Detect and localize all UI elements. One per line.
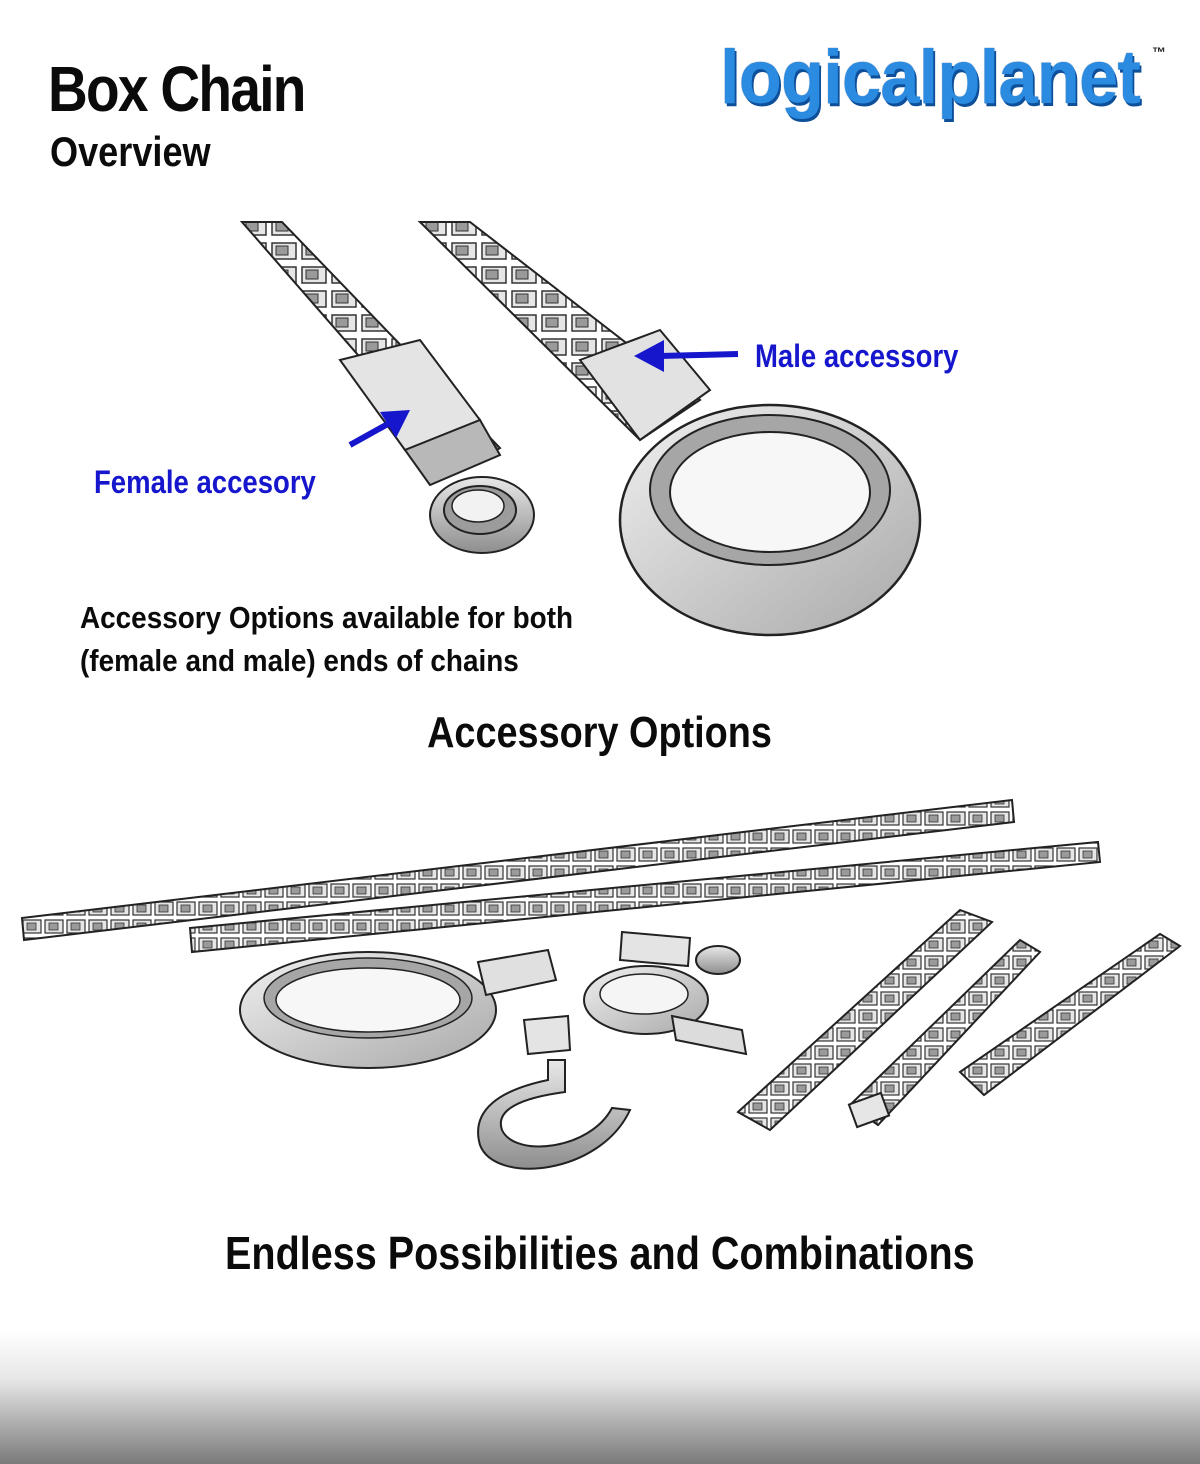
endless-possibilities-heading: Endless Possibilities and Combinations [0,1226,1200,1280]
endless-possibilities-text: Endless Possibilities and Combinations [225,1227,975,1279]
accessory-options-text: Accessory Options [427,708,773,757]
description-line-1: Accessory Options available for both [80,600,574,635]
accessory-description: Accessory Options available for both (fe… [80,596,573,682]
female-arrow-icon [348,410,410,448]
trademark-mark: ™ [1152,44,1166,60]
male-accessory-label: Male accessory [755,338,959,374]
brand-logo: logicalplanet [720,35,1141,120]
female-chain [239,221,535,554]
accessory-options-heading: Accessory Options [0,708,1200,758]
female-accessory-label: Female accesory [94,464,316,500]
page-subtitle: Overview [50,128,211,175]
male-chain [417,221,922,637]
description-line-2: (female and male) ends of chains [80,643,519,678]
page-title: Box Chain [48,53,306,125]
male-arrow-icon [634,340,739,372]
